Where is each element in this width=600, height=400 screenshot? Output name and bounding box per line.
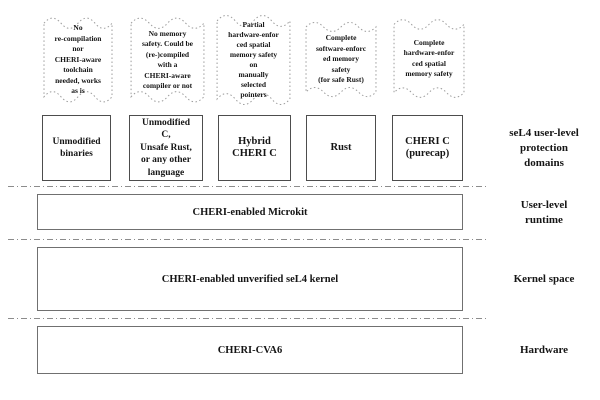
side-label-kernel-space: Kernel space xyxy=(513,272,575,285)
domain-label: Hybrid CHERI C xyxy=(232,135,277,160)
domain-hybrid-cheri-c: Hybrid CHERI C xyxy=(218,115,291,181)
note-text: No re-compilation nor CHERI-aware toolch… xyxy=(54,23,102,96)
layer-label: CHERI-enabled unverified seL4 kernel xyxy=(161,273,339,285)
layer-hardware-cva6: CHERI-CVA6 xyxy=(37,326,463,374)
layer-label: CHERI-enabled Microkit xyxy=(192,206,308,218)
note-text: No memory safety. Could be (re-)compiled… xyxy=(141,28,194,91)
note-text: Complete software-enforc ed memory safet… xyxy=(315,33,367,85)
layer-microkit: CHERI-enabled Microkit xyxy=(37,194,463,230)
domain-label: Unmodified C, Unsafe Rust, or any other … xyxy=(140,117,192,178)
domain-label: Unmodified binaries xyxy=(52,136,101,160)
wavy-note-border xyxy=(393,14,465,103)
note-text: Partial hardware-enfor ced spatial memor… xyxy=(228,20,279,99)
domain-label: Rust xyxy=(330,141,352,153)
layer-label: CHERI-CVA6 xyxy=(217,344,283,356)
note-no-memory-safety: No memory safety. Could be (re-)compiled… xyxy=(130,12,205,108)
wavy-note-border xyxy=(216,9,291,111)
domain-unmodified-c-unsafe-rust: Unmodified C, Unsafe Rust, or any other … xyxy=(129,115,203,181)
domain-rust: Rust xyxy=(306,115,376,181)
layer-sel4-kernel: CHERI-enabled unverified seL4 kernel xyxy=(37,247,463,311)
side-label-protection-domains: seL4 user-level protection domains xyxy=(509,126,579,169)
side-label-hardware: Hardware xyxy=(519,343,569,356)
wavy-note-border xyxy=(130,12,205,108)
wavy-note-border xyxy=(305,17,377,102)
domain-label: CHERI C (purecap) xyxy=(405,135,450,160)
side-label-user-level-runtime: User-level runtime xyxy=(520,199,568,226)
note-partial-spatial-safety: Partial hardware-enfor ced spatial memor… xyxy=(216,9,291,111)
domain-unmodified-binaries: Unmodified binaries xyxy=(42,115,111,181)
domain-cheri-c-purecap: CHERI C (purecap) xyxy=(392,115,463,181)
note-software-memory-safety: Complete software-enforc ed memory safet… xyxy=(305,17,377,102)
note-no-recompilation: No re-compilation nor CHERI-aware toolch… xyxy=(43,12,113,108)
note-complete-spatial-safety: Complete hardware-enfor ced spatial memo… xyxy=(393,14,465,103)
note-text: Complete hardware-enfor ced spatial memo… xyxy=(403,37,455,79)
